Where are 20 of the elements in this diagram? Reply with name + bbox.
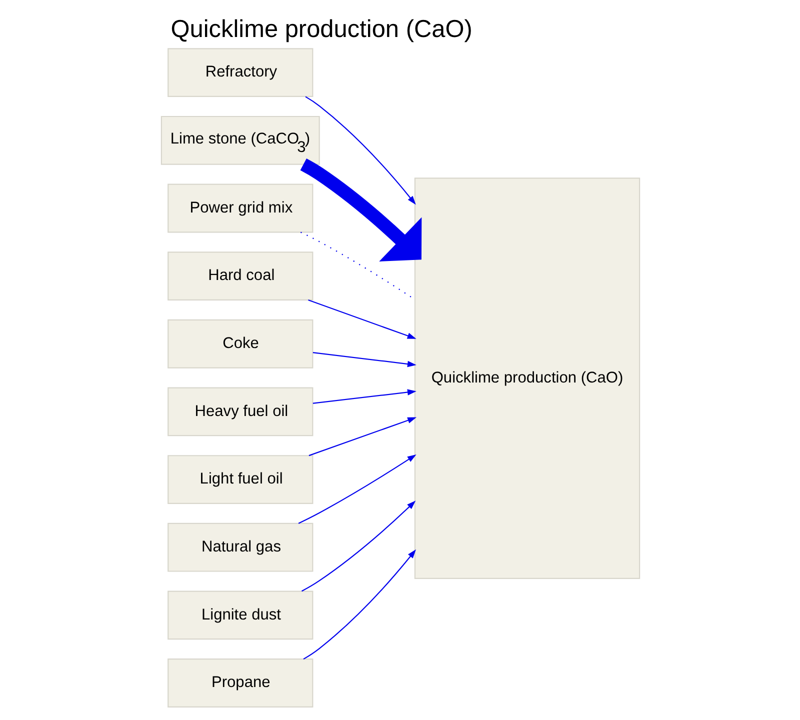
node-box: Coke: [167, 319, 313, 368]
arrow: [298, 454, 416, 524]
diagram-title: Quicklime production (CaO): [170, 16, 472, 44]
node-box: Quicklime production (CaO): [414, 178, 640, 580]
node-box: Refractory: [167, 48, 313, 98]
node-box: Heavy fuel oil: [167, 387, 313, 436]
node-box: Power grid mix: [167, 184, 313, 233]
arrow: [312, 352, 416, 368]
arrow: [308, 417, 416, 456]
arrow: [304, 96, 416, 205]
node-box: Hard coal: [167, 252, 313, 301]
arrow: [302, 549, 416, 660]
node-box: Natural gas: [167, 522, 313, 572]
arrow: [300, 158, 422, 262]
node-box: Light fuel oil: [167, 455, 313, 504]
arrow: [312, 389, 416, 404]
arrow: [300, 500, 416, 592]
node-box: Propane: [167, 658, 313, 708]
arrow: [308, 300, 416, 339]
node-box: Lignite dust: [167, 590, 313, 640]
